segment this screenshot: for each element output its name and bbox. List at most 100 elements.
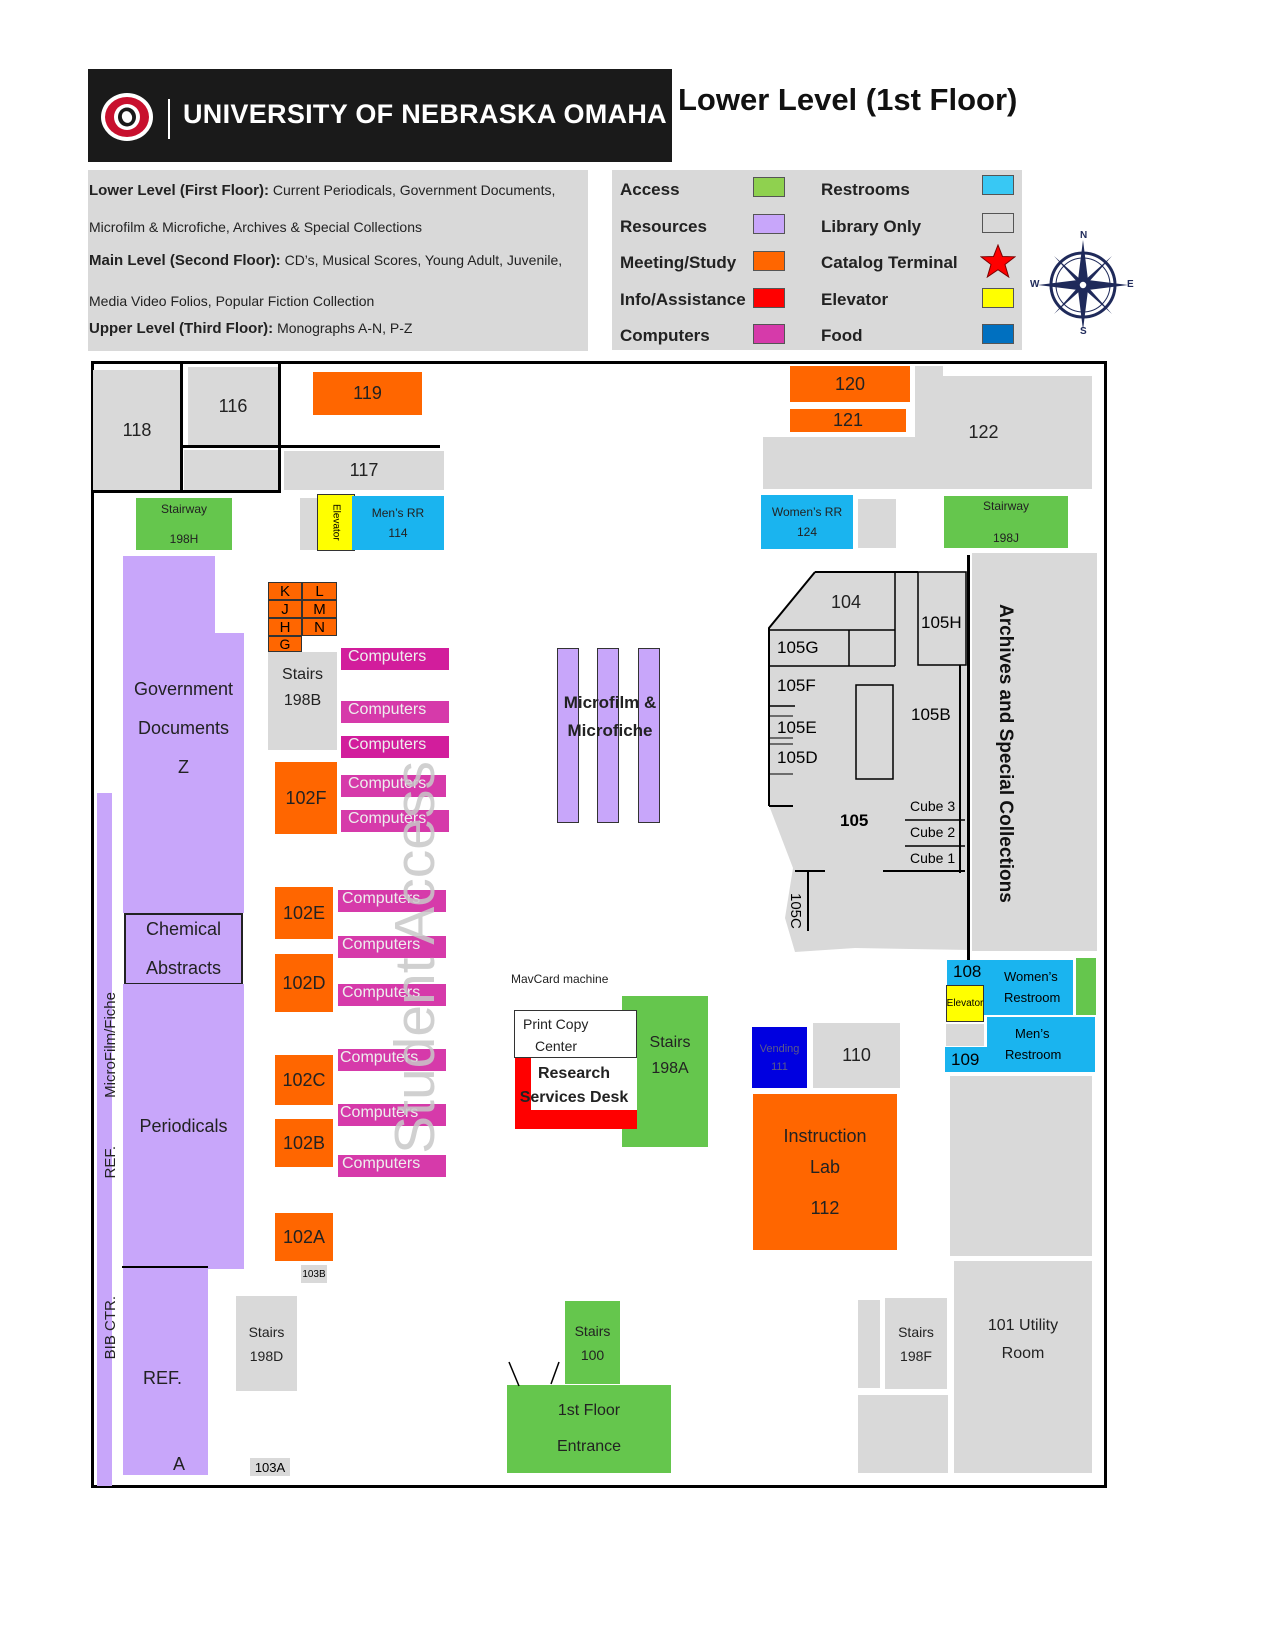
microfilm-label[interactable]: Microfilm & Microfiche [563, 693, 657, 740]
room-102e[interactable]: 102E [275, 887, 333, 939]
government-documents[interactable]: Government Documents Z [123, 633, 244, 913]
periodicals[interactable]: Periodicals [123, 984, 244, 1269]
legend-elevator-swatch [982, 288, 1014, 308]
stairs-198d[interactable]: Stairs 198D [236, 1296, 297, 1391]
chemical-abstracts[interactable]: Chemical Abstracts [124, 913, 243, 985]
room-105g: 105G [777, 638, 819, 657]
room-117[interactable]: 117 [284, 451, 444, 490]
computer-station[interactable]: Computers [341, 701, 449, 723]
research-desk-inner [531, 1057, 637, 1110]
room-198f-lower [858, 1395, 948, 1473]
legend-access-swatch [753, 177, 785, 197]
study-room-k[interactable]: K [268, 582, 302, 600]
mens-restroom-109-foot [945, 1047, 987, 1072]
computer-station[interactable]: Computers [338, 984, 446, 1006]
computer-station[interactable]: Computers [338, 1049, 446, 1071]
elevator-left[interactable]: Elevator [317, 494, 355, 551]
mavcard-machine[interactable]: MavCard machine [511, 972, 609, 986]
computer-station[interactable]: Computers [338, 1155, 446, 1177]
print-copy-center[interactable]: Print Copy Center [514, 1010, 637, 1058]
research-services-desk[interactable]: Research Services Desk [519, 1065, 629, 1106]
room-105-complex[interactable]: 104 105G 105F 105E 105D 105H 105B 105 Cu… [765, 568, 970, 953]
computer-station[interactable]: Computers [341, 736, 449, 758]
wall-ref-divider [122, 1266, 208, 1268]
study-room-g[interactable]: G [268, 636, 302, 652]
legend-catalog-label: Catalog Terminal [821, 253, 958, 272]
floor-upper: Upper Level (Third Floor): Monographs A-… [89, 320, 413, 337]
room-121[interactable]: 121 [790, 409, 906, 432]
room-118[interactable]: 118 [93, 370, 181, 490]
room-116-annex [184, 450, 280, 490]
legend-library-only-swatch [982, 213, 1014, 233]
legend-meeting-label: Meeting/Study [620, 253, 737, 272]
side-label-ref: REF. [101, 1146, 119, 1179]
room-116[interactable]: 116 [188, 367, 278, 445]
room-103a[interactable]: 103A [250, 1458, 290, 1476]
room-110[interactable]: 110 [813, 1023, 900, 1088]
study-room-m[interactable]: M [302, 600, 337, 618]
computer-station[interactable]: Computers [338, 1104, 446, 1126]
wall-right [1104, 361, 1107, 1488]
room-102d[interactable]: 102D [275, 954, 333, 1012]
computer-station[interactable]: Computers [341, 775, 446, 797]
government-documents-top [123, 556, 215, 636]
compass-rose-icon: N E S W [1030, 230, 1136, 338]
legend-restrooms-swatch [982, 175, 1014, 195]
mens-restroom-109[interactable]: 109 Men’s Restroom [945, 1017, 1095, 1072]
room-102c[interactable]: 102C [275, 1055, 333, 1105]
room-102b[interactable]: 102B [275, 1119, 333, 1167]
room-119[interactable]: 119 [313, 372, 422, 415]
page-title: Lower Level (1st Floor) [678, 82, 1018, 117]
instruction-lab-112[interactable]: Instruction Lab 112 [753, 1094, 897, 1250]
floor-directory: Lower Level (First Floor): Current Perio… [88, 170, 588, 351]
university-banner: UNIVERSITY OF NEBRASKA OMAHA [88, 69, 672, 162]
room-120[interactable]: 120 [790, 366, 910, 402]
elevator-right[interactable]: Elevator [946, 985, 984, 1022]
room-122[interactable]: 122 [915, 376, 1092, 489]
room-122-annex [763, 437, 923, 489]
computer-station[interactable]: Computers [338, 890, 446, 912]
study-room-h[interactable]: H [268, 618, 302, 636]
room-103b[interactable]: 103B [301, 1265, 327, 1283]
floor-main: Main Level (Second Floor): CD’s, Musical… [89, 252, 563, 309]
stairs-198b[interactable]: Stairs 198B [268, 652, 337, 750]
stairs-100[interactable]: Stairs 100 [565, 1301, 620, 1384]
room-105b: 105B [911, 705, 951, 724]
archives-label-wrap: Archives and Special Collections [995, 603, 1016, 903]
reference-a[interactable]: REF. A [123, 1268, 208, 1475]
legend: Access Restrooms Resources Library Only … [612, 170, 1022, 350]
vending-111[interactable]: Vending 111 [752, 1027, 807, 1088]
compass-w: W [1030, 279, 1040, 290]
mens-restroom-109-body [987, 1017, 1095, 1072]
reference-microfilm-strip [97, 793, 112, 1486]
stairs-198f[interactable]: Stairs 198F [885, 1298, 947, 1389]
university-logo [98, 89, 156, 145]
computer-station[interactable]: Computers [341, 648, 449, 670]
legend-library-only-label: Library Only [821, 217, 922, 236]
room-105f: 105F [777, 676, 816, 695]
study-room-j[interactable]: J [268, 600, 302, 618]
student-access-label: Student Access [383, 761, 447, 1154]
legend-computers-label: Computers [620, 326, 710, 345]
room-102a[interactable]: 102A [275, 1213, 333, 1261]
star-icon [979, 243, 1017, 279]
room-122-top [915, 366, 943, 386]
archives-special-collections[interactable]: Archives and Special Collections [972, 553, 1097, 951]
microfilm-shelf [557, 648, 579, 823]
access-strip-right [1076, 958, 1096, 1015]
study-room-l[interactable]: L [302, 582, 337, 600]
room-102f[interactable]: 102F [275, 762, 337, 834]
first-floor-entrance[interactable]: 1st Floor Entrance [507, 1385, 671, 1473]
computer-station[interactable]: Computers [341, 810, 449, 832]
study-room-n[interactable]: N [302, 618, 337, 636]
room-104: 104 [831, 592, 862, 612]
wall-left [91, 361, 94, 1488]
computer-station[interactable]: Computers [338, 936, 446, 958]
room-105c: 105C [787, 893, 804, 929]
utility-room-101[interactable]: 101 Utility Room [954, 1261, 1092, 1473]
legend-info-label: Info/Assistance [620, 290, 746, 309]
